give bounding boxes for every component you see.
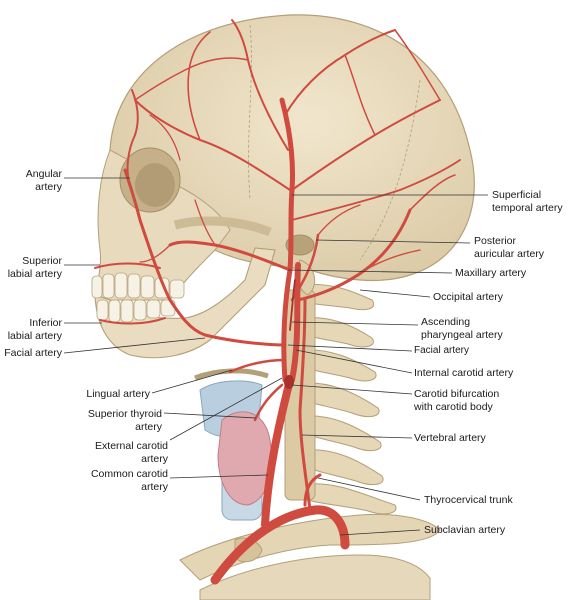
label-thyrocervical-trunk: Thyrocervical trunk	[424, 494, 513, 506]
label-common-carotid-artery: Common carotid artery	[90, 468, 168, 493]
label-posterior-auricular-artery: Posterior auricular artery	[474, 235, 545, 260]
label-ascending-pharyngeal-artery: Ascending pharyngeal artery	[421, 316, 503, 341]
label-maxillary-artery: Maxillary artery	[455, 267, 527, 279]
label-facial-artery-left: Facial artery	[4, 347, 62, 359]
label-subclavian-artery: Subclavian artery	[424, 524, 506, 536]
orbit-shadow	[135, 163, 175, 207]
leader-lines	[63, 177, 488, 536]
label-superficial-temporal-artery: Superficial temporal artery	[492, 189, 563, 214]
label-external-carotid-artery: External carotid artery	[95, 440, 168, 465]
clavicle	[179, 513, 441, 581]
rib	[199, 554, 431, 600]
coronal-suture	[248, 24, 252, 201]
label-facial-artery-right: Facial artery	[414, 345, 470, 356]
zygomatic-arch	[173, 216, 272, 237]
arteries	[94, 19, 461, 585]
label-superior-thyroid-artery: Superior thyroid artery	[87, 408, 162, 433]
thyroid-gland	[217, 411, 273, 506]
label-lingual-artery: Lingual artery	[86, 388, 150, 400]
label-occipital-artery: Occipital artery	[433, 291, 504, 303]
label-carotid-bifurcation: Carotid bifurcation with carotid body	[414, 388, 500, 413]
label-vertebral-artery: Vertebral artery	[414, 432, 486, 444]
label-internal-carotid-artery: Internal carotid artery	[414, 367, 514, 379]
label-inferior-labial-artery: Inferior labial artery	[7, 317, 62, 342]
mandible	[94, 247, 276, 359]
carotid-body	[284, 375, 294, 389]
label-superior-labial-artery: Superior labial artery	[7, 255, 62, 280]
cervical-spine	[284, 283, 397, 515]
label-angular-artery: Angular artery	[25, 168, 62, 193]
